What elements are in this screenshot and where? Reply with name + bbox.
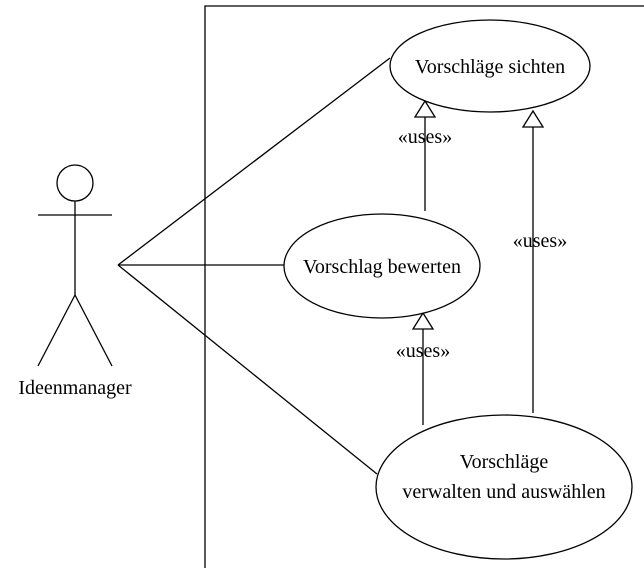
actor-head	[56, 164, 94, 202]
actor-left-leg	[37, 294, 76, 367]
use-case-sichten-label: Vorschläge sichten	[415, 56, 565, 78]
use-case-bewerten	[283, 213, 481, 319]
uses-arrowhead-verwalten-sichten	[521, 109, 545, 128]
association-verwalten	[117, 264, 378, 475]
actor-label: Ideenmanager	[18, 377, 132, 399]
actor-ideenmanager	[37, 164, 113, 367]
system-boundary	[204, 5, 644, 568]
use-case-verwalten-label-line2: verwalten und auswählen	[402, 481, 605, 503]
use-case-sichten	[389, 19, 591, 113]
association-sichten	[117, 57, 391, 266]
use-case-verwalten	[375, 414, 633, 560]
uses-label-verwalten-bewerten: «uses»	[396, 340, 450, 362]
uses-arrowhead-bewerten-sichten	[413, 99, 437, 118]
uses-label-verwalten-sichten: «uses»	[513, 230, 567, 252]
uses-label-bewerten-sichten: «uses»	[398, 126, 452, 148]
use-case-verwalten-label-line1: Vorschläge	[460, 451, 549, 473]
actor-right-leg	[74, 294, 113, 367]
uses-arrowhead-verwalten-bewerten	[411, 311, 435, 330]
use-case-bewerten-label: Vorschlag bewerten	[303, 256, 461, 278]
